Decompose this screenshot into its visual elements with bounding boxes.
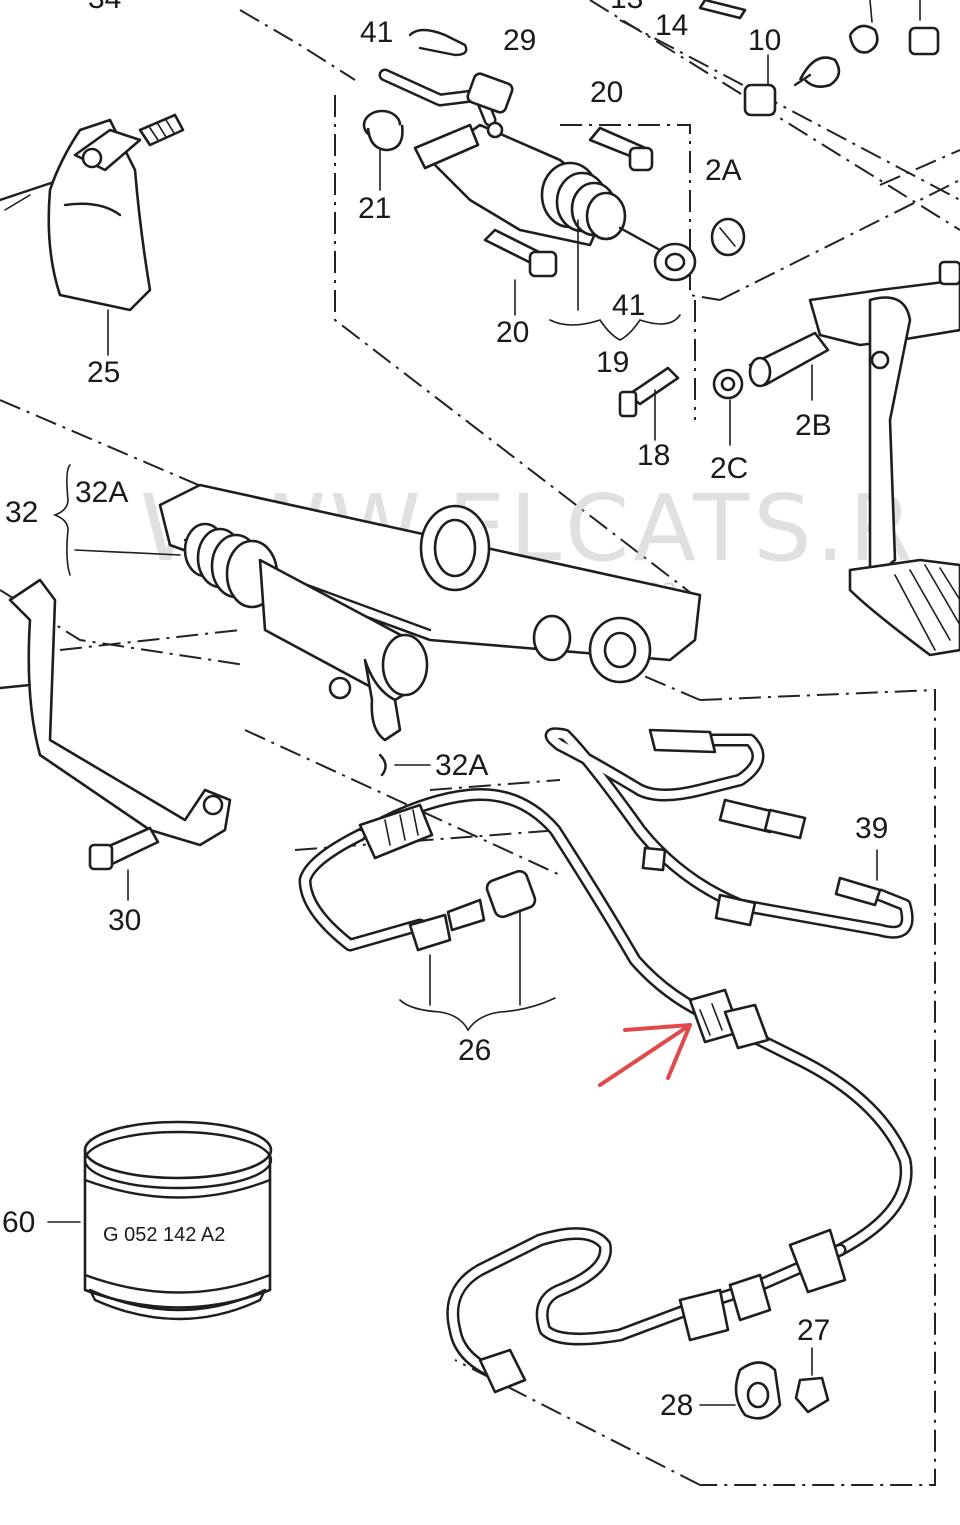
callout-34: 34 [88,0,121,15]
part-25-pedal-bracket [0,113,185,356]
callout-2C: 2C [710,452,748,485]
line-fittings [358,728,882,1420]
callout-18: 18 [637,439,670,472]
part-32-slave-cylinder [0,464,702,901]
callout-labels: 34 13 14 41 29 10 20 2A 21 20 41 19 25 1… [2,0,888,1422]
part-19-master-cylinder [362,28,777,341]
callout-41-top: 41 [360,16,393,49]
callout-28: 28 [660,1389,693,1422]
callout-30: 30 [108,904,141,937]
callout-41-bottom: 41 [612,289,645,322]
callout-60: 60 [2,1206,35,1239]
callout-25: 25 [87,356,120,389]
callout-14: 14 [655,9,688,42]
clutch-pedal [618,260,960,657]
callout-26: 26 [458,1034,491,1067]
callout-39: 39 [855,812,888,845]
callout-32A-top: 32A [75,476,128,509]
part-60-grease-container: G 052 142 A2 [47,1120,273,1321]
callout-10: 10 [748,24,781,57]
callout-2A: 2A [705,154,742,187]
callout-13: 13 [610,0,643,15]
callout-32A-clip: 32A [435,749,488,782]
top-right-springs [698,0,940,88]
callout-21: 21 [358,192,391,225]
container-label: G 052 142 A2 [103,1224,225,1246]
highlight-arrow [598,1023,692,1087]
callout-20-bottom: 20 [496,316,529,349]
callout-29: 29 [503,24,536,57]
callout-27: 27 [797,1314,830,1347]
callout-19: 19 [596,346,629,379]
callout-32: 32 [5,496,38,529]
callout-20-top: 20 [590,76,623,109]
callout-2B: 2B [795,409,832,442]
